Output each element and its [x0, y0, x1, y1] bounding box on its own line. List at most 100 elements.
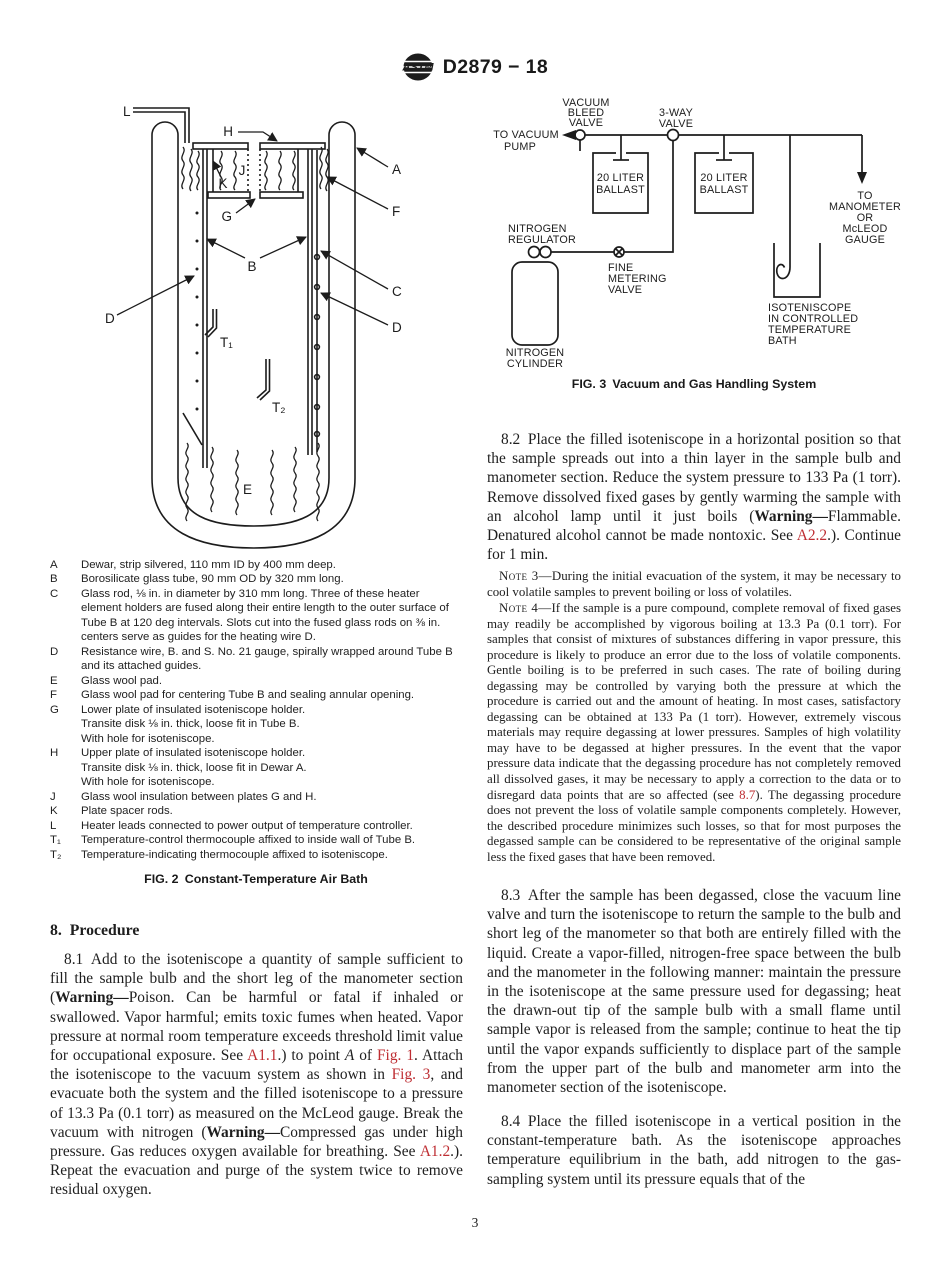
- legend-key: L: [50, 819, 57, 832]
- fig3-label-fmv-l3: VALVE: [608, 284, 642, 296]
- text-segment: Warning—: [754, 507, 828, 525]
- legend-key: E: [50, 674, 58, 687]
- crossref-link[interactable]: A1.2: [419, 1143, 451, 1161]
- text-segment: Warning—: [55, 989, 129, 1007]
- vacuum-system-lines: [511, 128, 863, 346]
- fig3-label-manometer-l4: McLEOD: [843, 223, 888, 235]
- legend-key: J: [50, 790, 56, 803]
- text-segment: .). Continue for 1 min.: [487, 527, 901, 564]
- crossref-link[interactable]: 8.7: [739, 787, 756, 802]
- heater-wire-dots: [195, 211, 199, 411]
- legend-key: F: [50, 689, 57, 702]
- fig2-leader-lines: [116, 131, 389, 326]
- legend-key: G: [50, 703, 59, 716]
- text-segment: of: [354, 1047, 377, 1065]
- legend-key: B: [50, 573, 58, 586]
- fig3-label-vacuum: VACUUM: [562, 97, 609, 109]
- legend-key: C: [50, 587, 59, 600]
- crossref-link[interactable]: Fig. 1: [377, 1047, 415, 1065]
- document-number: D2879 − 18: [442, 55, 549, 78]
- note-4: Note 4—If the sample is a pure compound,…: [487, 601, 901, 865]
- legend-text: Glass wool pad for centering Tube B and …: [81, 689, 415, 702]
- text-segment: , and evacuate both the system and the f…: [50, 1066, 463, 1141]
- glass-wool-squiggles: [181, 146, 329, 522]
- legend-text: Resistance wire, B. and S. No. 21 gauge,…: [81, 645, 453, 673]
- legend-text: Temperature-control thermocouple affixed…: [81, 834, 416, 847]
- page-header: ASTM D2879 − 18: [0, 51, 950, 83]
- fig2-label-g: G: [221, 209, 232, 224]
- fig2-label-l: L: [123, 104, 131, 119]
- dewar-air-bath-outline: [133, 107, 356, 549]
- fig3-label-cylinder-l1: NITROGEN: [506, 347, 565, 359]
- legend-text: Glass wool pad.: [81, 674, 163, 687]
- legend-text: Lower plate of insulated isoteniscope ho…: [81, 703, 306, 745]
- astm-logo-text: ASTM: [402, 62, 434, 74]
- fig2-label-t1: T₁: [220, 335, 233, 350]
- crossref-link[interactable]: A1.1: [247, 1047, 278, 1065]
- fig3-label-3way: 3-WAY: [659, 107, 693, 119]
- text-segment: Warning—: [206, 1123, 281, 1141]
- fig3-label-manometer-l2: MANOMETER: [829, 201, 901, 213]
- fig3-label-bath-l4: BATH: [768, 335, 797, 347]
- legend-text: Borosilicate glass tube, 90 mm OD by 320…: [81, 573, 344, 586]
- legend-text: Temperature-indicating thermocouple affi…: [81, 848, 388, 861]
- paragraph-8-2: 8.2 Place the filled isoteniscope in a h…: [487, 430, 901, 564]
- legend-row: J Glass wool insulation between plates G …: [50, 790, 462, 804]
- legend-key: T₂: [50, 848, 62, 861]
- crossref-link[interactable]: Fig. 3: [391, 1066, 431, 1084]
- text-segment: Note 3—: [499, 569, 552, 583]
- legend-row: F Glass wool pad for centering Tube B and…: [50, 688, 462, 702]
- text-segment: . Attach the isoteniscope to the vacuum …: [50, 1047, 463, 1084]
- paragraph-8-4: 8.4 Place the filled isoteniscope in a v…: [487, 1112, 901, 1189]
- fig2-label-a: A: [392, 162, 401, 177]
- fig3-label-bath-l1: ISOTENISCOPE: [768, 302, 851, 314]
- text-segment: 8.4 Place the filled isoteniscope in a v…: [487, 1113, 901, 1188]
- fig2-label-e: E: [243, 482, 252, 497]
- astm-logo: ASTM: [402, 53, 434, 81]
- fig3-label-ballast1-l1: 20 LITER: [597, 172, 644, 184]
- fig3-label-manometer-l1: TO: [857, 190, 872, 202]
- legend-key: A: [50, 559, 58, 571]
- fig2-caption: FIG. 2 Constant-Temperature Air Bath: [144, 872, 368, 886]
- text-segment: During the initial evacuation of the sys…: [487, 569, 901, 599]
- text-segment: Poison. Can be harmful or fatal if inhal…: [50, 989, 463, 1065]
- text-segment: Flammable. Denatured alcohol cannot be m…: [487, 507, 901, 545]
- fig3-label-manometer-l5: GAUGE: [845, 234, 885, 246]
- legend-row: A Dewar, strip silvered, 110 mm ID by 400…: [50, 558, 462, 572]
- legend-row: K Plate spacer rods.: [50, 804, 462, 818]
- crossref-link[interactable]: A2.2: [796, 527, 828, 545]
- fig3-label-fmv-l2: METERING: [608, 273, 667, 285]
- note-3: Note 3—During the initial evacuation of …: [487, 569, 901, 600]
- legend-key: K: [50, 805, 58, 818]
- fig3-label-fmv-l1: FINE: [608, 262, 633, 274]
- legend-row: B Borosilicate glass tube, 90 mm OD by 32…: [50, 572, 462, 586]
- fig2-label-c: C: [392, 284, 402, 299]
- legend-key: T₁: [50, 834, 61, 847]
- legend-text: Plate spacer rods.: [81, 805, 173, 818]
- fig2-label-d-left: D: [105, 311, 115, 326]
- fig2-label-b: B: [247, 259, 256, 274]
- fig3-label-cylinder-l2: CYLINDER: [507, 358, 563, 370]
- fig3-label-ballast2-l2: BALLAST: [700, 184, 749, 196]
- text-segment: Compressed gas under high pressure. Gas …: [50, 1123, 463, 1161]
- text-segment: A: [344, 1047, 355, 1065]
- fig2-label-j: J: [239, 163, 246, 178]
- fig3-label-pump: PUMP: [504, 141, 536, 153]
- text-segment: Note 4—: [499, 601, 552, 615]
- text-segment: If the sample is a pure compound, comple…: [487, 601, 901, 802]
- text-segment: 8.1 Add to the isoteniscope a quantity o…: [50, 951, 463, 1007]
- legend-text: Upper plate of insulated isoteniscope ho…: [81, 747, 307, 789]
- legend-text: Glass wool insulation between plates G a…: [81, 790, 317, 803]
- fig3-diagram: TO VACUUM PUMP VACUUM BLEED VALVE 3-WAY …: [493, 97, 901, 370]
- fig2-label-k: K: [218, 176, 227, 191]
- legend-text: Dewar, strip silvered, 110 mm ID by 400 …: [81, 559, 336, 571]
- fig2-label-f: F: [392, 204, 400, 219]
- fig3-label-bleed: BLEED: [568, 107, 604, 119]
- fig3-label-manometer-l3: OR: [857, 212, 874, 224]
- fig3-caption: FIG. 3 Vacuum and Gas Handling System: [571, 377, 817, 391]
